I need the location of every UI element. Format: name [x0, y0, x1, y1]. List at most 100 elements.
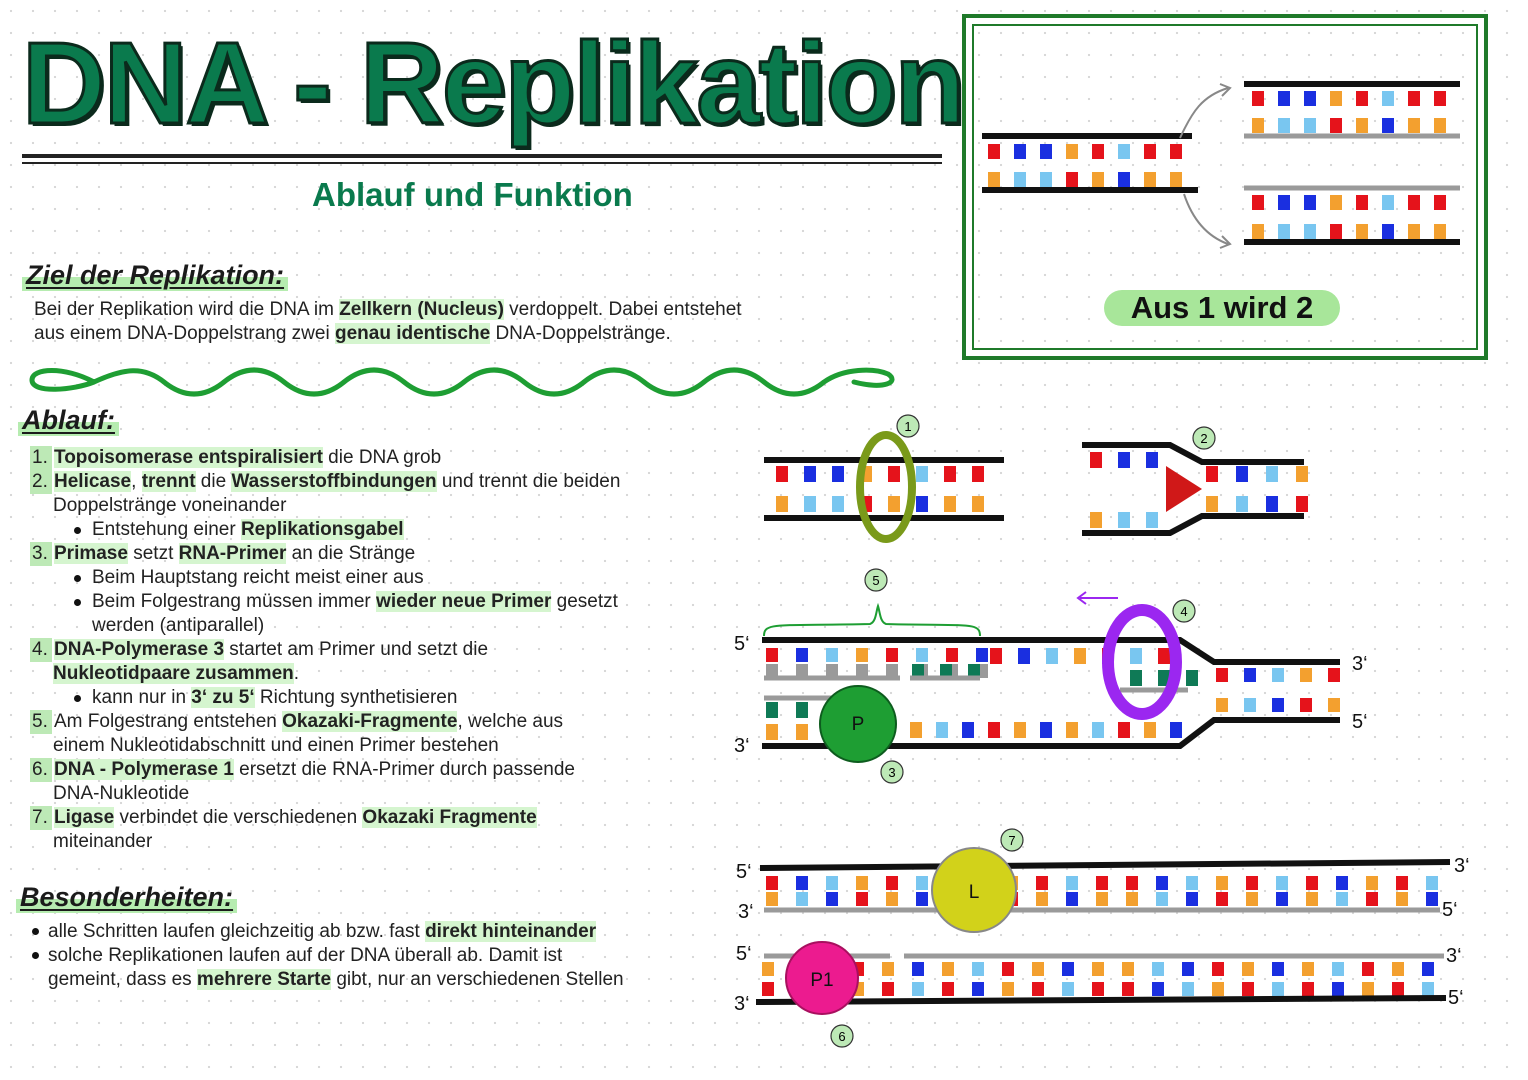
step-text: verbindet die verschiedenen — [114, 807, 363, 828]
base-pair-block — [882, 982, 894, 996]
wavy-divider — [29, 367, 895, 397]
end-label: 5‘ — [1352, 711, 1368, 733]
base-pair-block — [1244, 698, 1256, 712]
step-continuation: Nukleotidpaare zusammen. — [30, 662, 670, 686]
base-pair-block — [804, 496, 816, 512]
base-pair-block — [1356, 195, 1368, 210]
goal-line1-highlight: Zellkern (Nucleus) — [339, 299, 504, 320]
end-label: 3‘ — [734, 993, 750, 1015]
base-pair-block — [826, 648, 838, 662]
base-pair-block — [1422, 982, 1434, 996]
step-badge-7: 7 — [1000, 828, 1024, 852]
end-label: 3‘ — [1352, 653, 1368, 675]
svg-text:4: 4 — [1180, 604, 1187, 619]
base-pair-block — [944, 466, 956, 482]
step-highlight: trennt — [141, 471, 196, 492]
base-pair-block — [796, 702, 808, 718]
base-pair-block — [916, 466, 928, 482]
base-pair-block — [1296, 496, 1308, 512]
step-3: 3.Primase setzt RNA-Primer an die Sträng… — [30, 542, 670, 566]
base-pair-block — [762, 982, 774, 996]
sub-highlight: Replikationsgabel — [240, 519, 404, 540]
base-pair-block — [1062, 962, 1074, 976]
step-highlight: Helicase — [54, 471, 132, 492]
step-badge-5: 5 — [864, 568, 888, 592]
goal-heading: Ziel der Replikation: — [22, 260, 289, 291]
base-pair-block — [1236, 466, 1248, 482]
step-highlight: RNA-Primer — [178, 543, 287, 564]
step-continuation: Doppelstränge voneinander — [53, 495, 287, 516]
base-pair-block — [1266, 496, 1278, 512]
base-pair-block — [1186, 892, 1198, 906]
sub-text: Richtung synthetisieren — [254, 687, 458, 708]
base-pair-block — [944, 496, 956, 512]
end-label: 3‘ — [738, 901, 754, 923]
base-pair-block — [882, 962, 894, 976]
base-pair-block — [1014, 722, 1026, 738]
base-pair-block — [1366, 892, 1378, 906]
base-pair-block — [1362, 962, 1374, 976]
base-pair-block — [972, 496, 984, 512]
base-pair-block — [886, 892, 898, 906]
base-pair-block — [916, 648, 928, 662]
step-sub-item: Entstehung einer Replikationsgabel — [30, 518, 670, 542]
base-pair-block — [1296, 466, 1308, 482]
base-pair-block — [832, 496, 844, 512]
base-pair-block — [912, 982, 924, 996]
base-pair-block — [1118, 144, 1130, 159]
step-sub-item: Beim Folgestrang müssen immer wieder neu… — [30, 590, 670, 614]
base-pair-block — [1126, 876, 1138, 890]
base-pair-block — [1246, 876, 1258, 890]
base-pair-block — [940, 664, 952, 678]
title-underline — [22, 154, 942, 158]
svg-text:5: 5 — [872, 573, 879, 588]
bullet-continuation: gemeint, dass es mehrere Starte gibt, nu… — [30, 968, 670, 992]
base-pair-block — [1304, 224, 1316, 239]
base-pair-block — [1382, 118, 1394, 133]
end-label: 3‘ — [1446, 945, 1462, 967]
base-pair-block — [856, 876, 868, 890]
step-text: Am Folgestrang entstehen — [54, 711, 283, 732]
base-pair-block — [886, 664, 898, 678]
base-pair-block — [1122, 962, 1134, 976]
base-pair-block — [912, 962, 924, 976]
base-pair-block — [1362, 982, 1374, 996]
leading-template — [762, 637, 1340, 665]
base-pair-block — [826, 892, 838, 906]
base-pair-block — [1382, 91, 1394, 106]
step-text: startet am Primer und setzt die — [224, 639, 489, 660]
base-pair-block — [1278, 224, 1290, 239]
page-subtitle: Ablauf und Funktion — [312, 176, 633, 213]
base-pair-block — [1276, 892, 1288, 906]
base-pair-block — [1096, 892, 1108, 906]
goal-line1-a: Bei der Replikation wird die DNA im — [34, 299, 340, 320]
base-pair-block — [1122, 982, 1134, 996]
base-pair-block — [946, 648, 958, 662]
sub-text: gesetzt — [551, 591, 618, 612]
base-pair-block — [1066, 892, 1078, 906]
base-pair-block — [1032, 962, 1044, 976]
step-badge-3: 3 — [880, 760, 904, 784]
bullet-highlight: direkt hinteinander — [425, 921, 597, 942]
base-pair-block — [1066, 144, 1078, 159]
overview-diagram — [982, 81, 1460, 249]
base-pair-block — [1014, 172, 1026, 187]
base-pair-block — [856, 648, 868, 662]
base-pair-block — [1156, 892, 1168, 906]
base-pair-block — [1302, 982, 1314, 996]
sub-text: Beim Folgestrang müssen immer — [92, 591, 377, 612]
step-number: 6. — [30, 758, 52, 782]
end-label: 3‘ — [1454, 855, 1470, 877]
base-pair-block — [1244, 668, 1256, 682]
base-pair-block — [1396, 876, 1408, 890]
arrowhead-icon — [1219, 235, 1232, 249]
bullet-item: alle Schritten laufen gleichzeitig ab bz… — [30, 920, 670, 944]
base-pair-block — [1152, 982, 1164, 996]
base-pair-block — [1392, 962, 1404, 976]
step-number: 4. — [30, 638, 52, 662]
base-pair-block — [1130, 648, 1142, 664]
base-pair-block — [1392, 982, 1404, 996]
base-pair-block — [1216, 876, 1228, 890]
bullet-text: alle Schritten laufen gleichzeitig ab bz… — [48, 921, 426, 942]
step-5: 5.Am Folgestrang entstehen Okazaki-Fragm… — [30, 710, 670, 734]
